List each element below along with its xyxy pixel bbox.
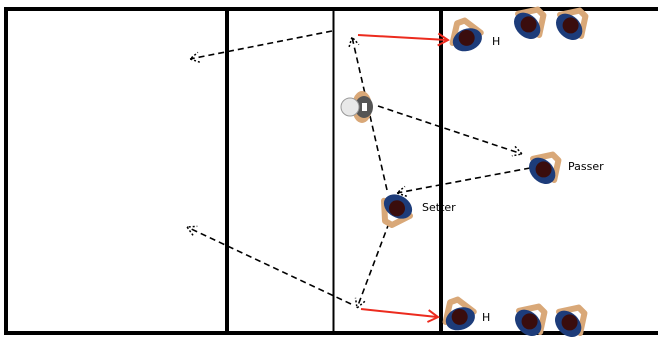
top-attack-path (188, 30, 333, 63)
player-arms (381, 197, 413, 228)
setter-label: Setter (422, 201, 456, 214)
player-passer-icon (529, 151, 562, 184)
bottom-hitter-approach-arrow (360, 308, 440, 323)
ball-icon (340, 97, 360, 117)
coach-logo (362, 103, 367, 111)
bottom-attack-path (185, 225, 352, 305)
bottom-hitter-label: H (482, 311, 490, 324)
court (4, 7, 658, 335)
player-arms (442, 296, 477, 326)
player-queue-bottom-1-icon (515, 303, 548, 336)
player-arms (556, 7, 589, 40)
player-arms (514, 6, 547, 39)
player-queue-top-1-icon (514, 6, 547, 39)
player-queue-top-2-icon (556, 7, 589, 40)
court-boundary (4, 7, 658, 335)
pass-to-setter-path (395, 167, 531, 197)
player-arms (555, 304, 588, 337)
set-to-bottom-hitter-path (354, 222, 390, 310)
player-head (451, 308, 468, 325)
ball-paths (185, 30, 531, 310)
top-hitter-label: H (492, 35, 500, 48)
toss-to-passer-path (377, 105, 524, 157)
top-hitter-approach-arrow (357, 32, 450, 47)
passer-label: Passer (568, 160, 604, 173)
set-to-top-hitter-path (348, 35, 388, 191)
player-head (389, 200, 405, 217)
approach-arrows (357, 32, 450, 323)
player-hitter-top-icon (449, 17, 484, 52)
player-hitter-bottom-icon (442, 296, 477, 331)
tossing-coach-icon (340, 91, 373, 123)
player-head (535, 161, 552, 178)
player-head (520, 16, 537, 33)
player-arms (515, 303, 548, 336)
player-arms (529, 151, 562, 184)
player-head (561, 314, 578, 331)
player-queue-bottom-2-icon (555, 304, 588, 337)
player-head (458, 29, 475, 46)
player-head (521, 313, 538, 330)
player-head (562, 17, 579, 34)
player-arms (449, 17, 484, 47)
players (381, 6, 589, 337)
player-setter-icon (381, 194, 413, 228)
